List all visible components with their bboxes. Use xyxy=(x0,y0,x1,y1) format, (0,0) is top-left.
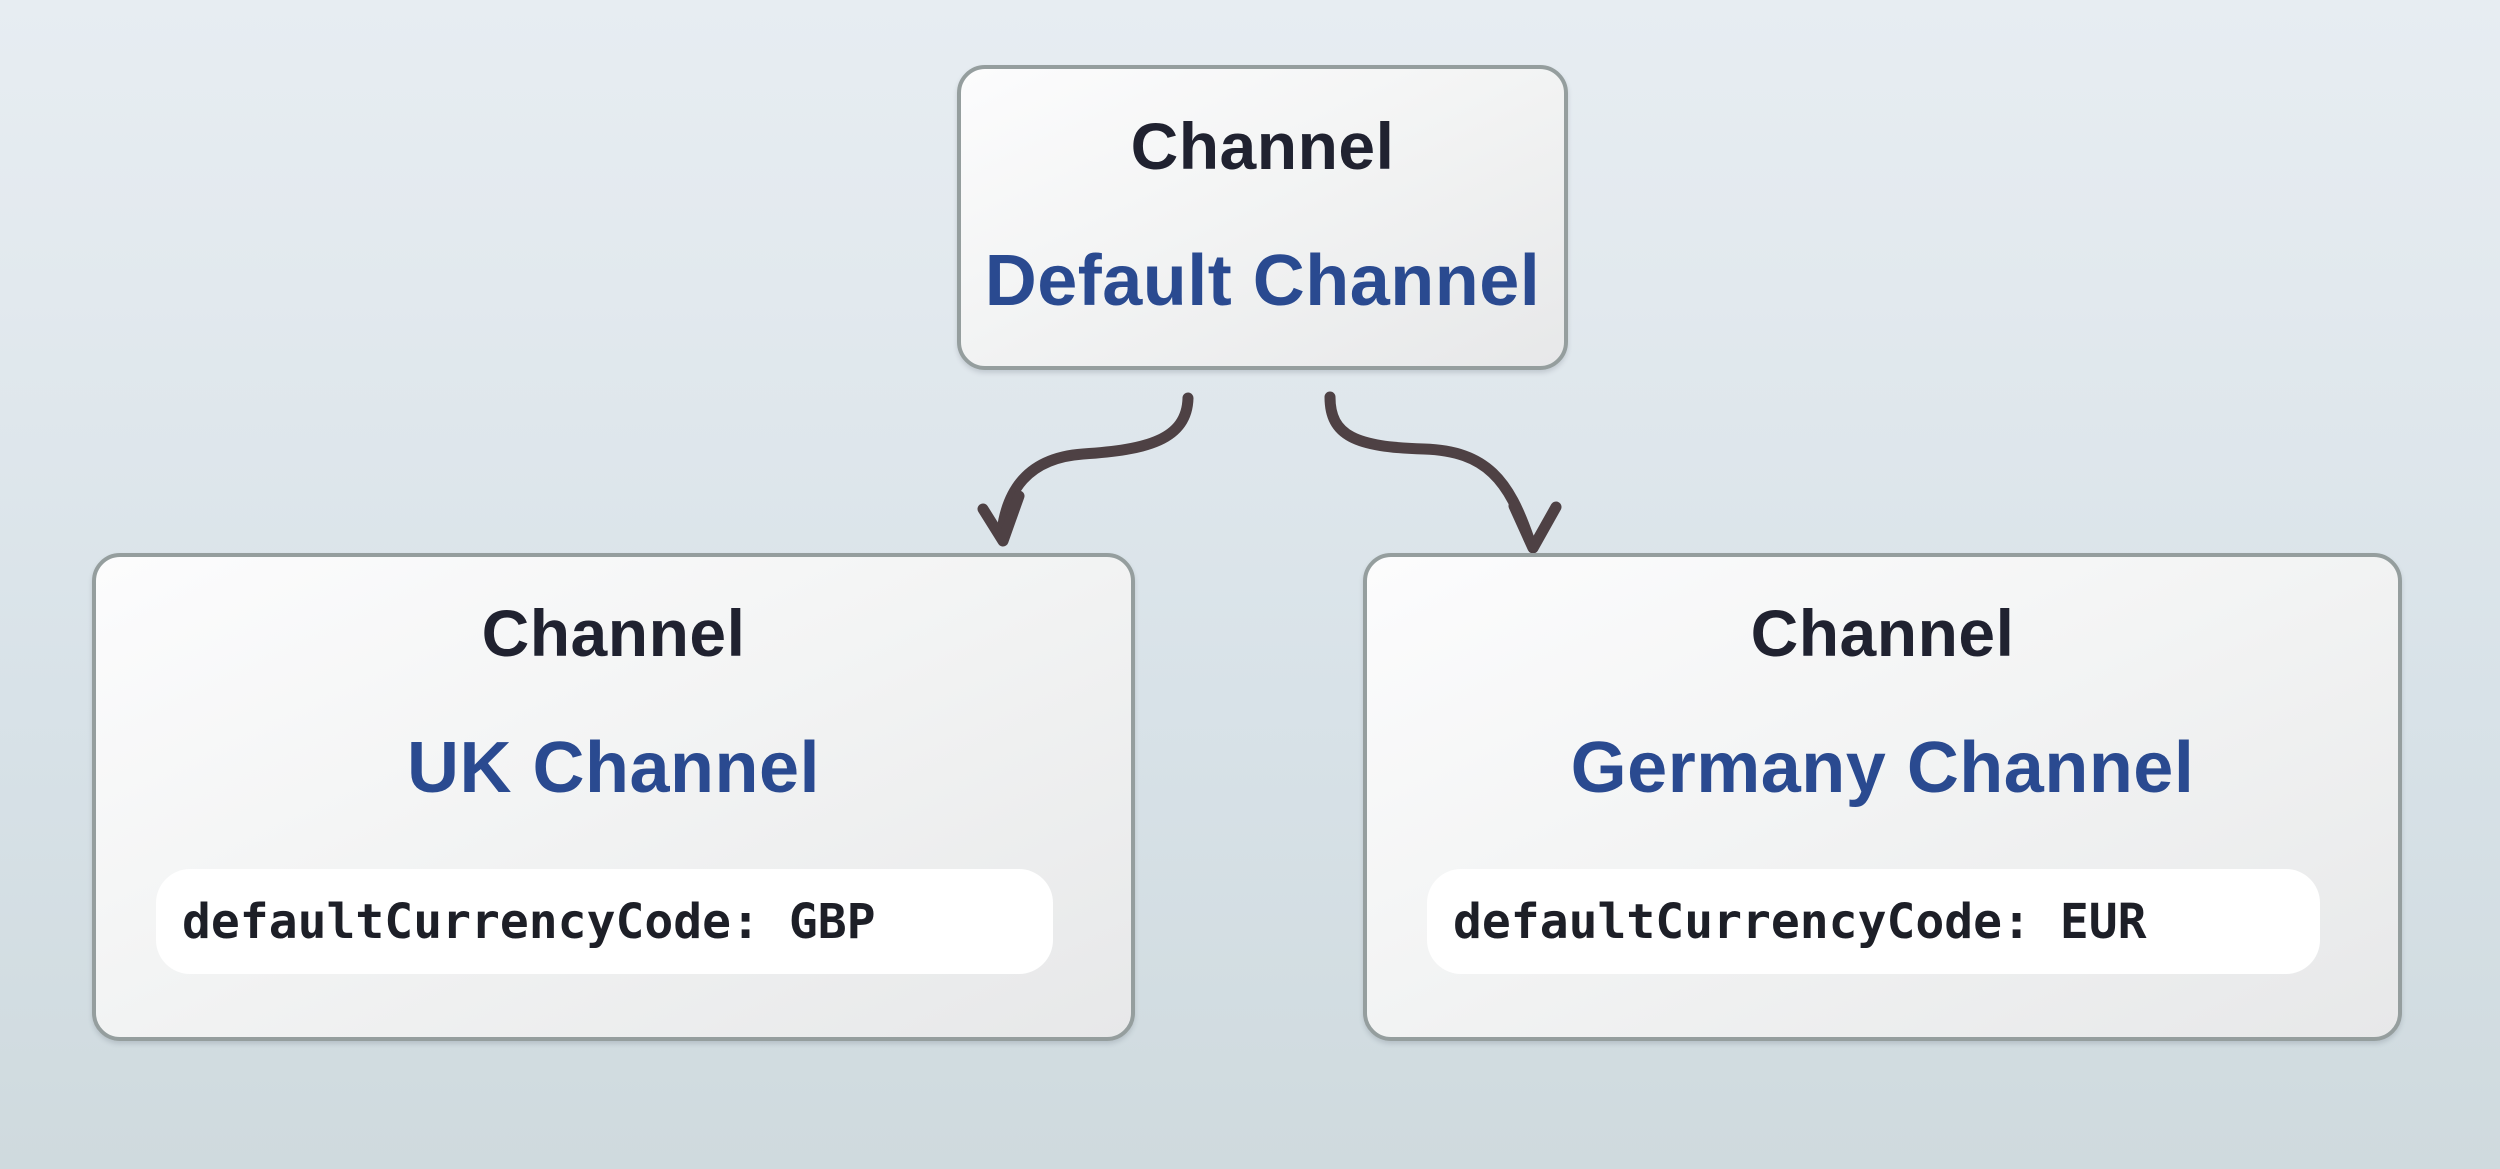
currency-code-pill: defaultCurrencyCode: EUR xyxy=(1427,869,2320,974)
edge-default-to-germany-arrowhead-icon xyxy=(1508,500,1562,554)
currency-code-text: defaultCurrencyCode: EUR xyxy=(1453,893,2147,950)
edge-default-to-germany-arrow xyxy=(1324,391,1535,545)
node-default-channel: Channel Default Channel xyxy=(957,65,1568,370)
edge-default-to-uk-arrowhead-icon xyxy=(977,490,1025,547)
edge-default-to-uk-arrow xyxy=(996,392,1194,537)
node-name-label: Germany Channel xyxy=(1570,728,2195,808)
node-uk-channel: Channel UK Channel defaultCurrencyCode: … xyxy=(92,553,1135,1041)
currency-code-text: defaultCurrencyCode: GBP xyxy=(182,893,876,950)
currency-code-pill: defaultCurrencyCode: GBP xyxy=(156,869,1053,974)
node-name-label: Default Channel xyxy=(984,241,1541,321)
node-germany-channel: Channel Germany Channel defaultCurrencyC… xyxy=(1363,553,2402,1041)
node-type-label: Channel xyxy=(1750,596,2015,670)
node-type-label: Channel xyxy=(1130,109,1395,183)
node-type-label: Channel xyxy=(481,596,746,670)
node-name-label: UK Channel xyxy=(406,728,821,808)
